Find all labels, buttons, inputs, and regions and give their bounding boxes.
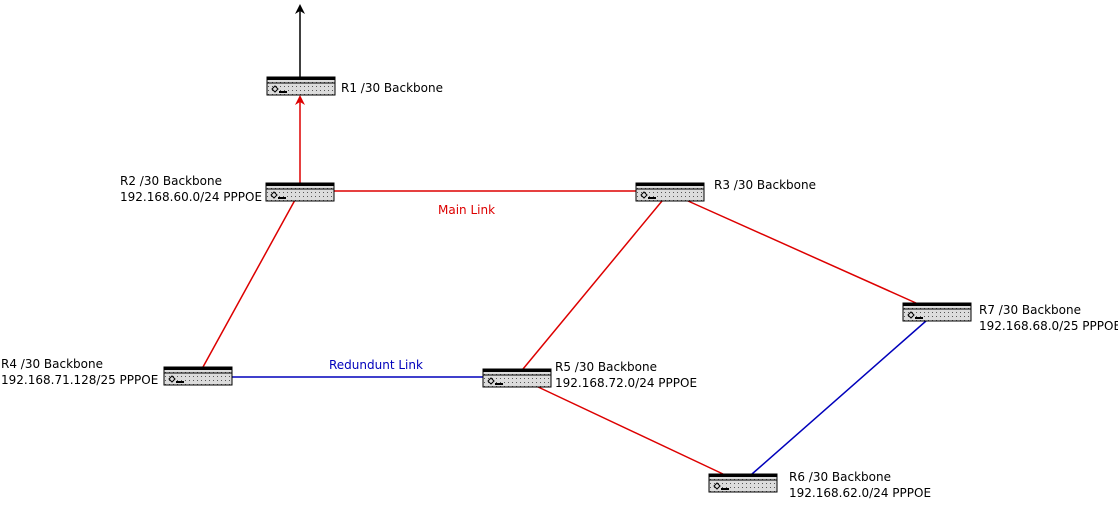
- edge-r3-r7: [687, 200, 917, 304]
- router-r2-subnet: 192.168.60.0/24 PPPOE: [120, 190, 263, 204]
- router-r4-subnet: 192.168.71.128/25 PPPOE: [1, 373, 159, 387]
- router-r6[interactable]: [708, 473, 778, 493]
- router-r1-label: R1 /30 Backbone: [341, 80, 443, 96]
- router-r6-label: R6 /30 Backbone 192.168.62.0/24 PPPOE: [789, 469, 931, 501]
- router-r7[interactable]: [902, 302, 972, 322]
- edge-r3-r5: [522, 200, 663, 370]
- router-r2[interactable]: [265, 182, 335, 202]
- router-r6-subnet: 192.168.62.0/24 PPPOE: [789, 486, 932, 500]
- port-icon: [640, 191, 648, 199]
- router-r3-label: R3 /30 Backbone: [714, 177, 816, 193]
- port-icon: [271, 85, 279, 93]
- router-r5-name: R5 /30 Backbone: [555, 360, 657, 374]
- router-r5[interactable]: [482, 368, 552, 388]
- edge-r6-r7: [751, 320, 927, 475]
- port-icon: [487, 377, 495, 385]
- main-link-label: Main Link: [438, 203, 496, 217]
- router-r7-label: R7 /30 Backbone 192.168.68.0/25 PPPOE: [979, 302, 1118, 334]
- edge-r2-r4: [202, 199, 296, 368]
- router-r4[interactable]: [163, 366, 233, 386]
- port-icon: [713, 482, 721, 490]
- port-icon: [168, 375, 176, 383]
- router-r7-subnet: 192.168.68.0/25 PPPOE: [979, 319, 1118, 333]
- router-r7-name: R7 /30 Backbone: [979, 303, 1081, 317]
- port-icon: [907, 311, 915, 319]
- port-icon: [270, 191, 278, 199]
- router-r1-name: R1 /30 Backbone: [341, 81, 443, 95]
- router-r1[interactable]: [266, 76, 336, 96]
- router-r5-label: R5 /30 Backbone 192.168.72.0/24 PPPOE: [555, 359, 697, 391]
- router-r3-name: R3 /30 Backbone: [714, 178, 816, 192]
- router-r5-subnet: 192.168.72.0/24 PPPOE: [555, 376, 698, 390]
- router-r6-name: R6 /30 Backbone: [789, 470, 891, 484]
- redundant-link-label: Redundunt Link: [329, 358, 423, 372]
- edge-r5-r6: [535, 385, 724, 475]
- router-r4-name: R4 /30 Backbone: [1, 357, 103, 371]
- router-r2-label: R2 /30 Backbone 192.168.60.0/24 PPPOE: [120, 173, 262, 205]
- router-r3[interactable]: [635, 182, 705, 202]
- router-r4-label: R4 /30 Backbone 192.168.71.128/25 PPPOE: [1, 356, 158, 388]
- router-r2-name: R2 /30 Backbone: [120, 174, 222, 188]
